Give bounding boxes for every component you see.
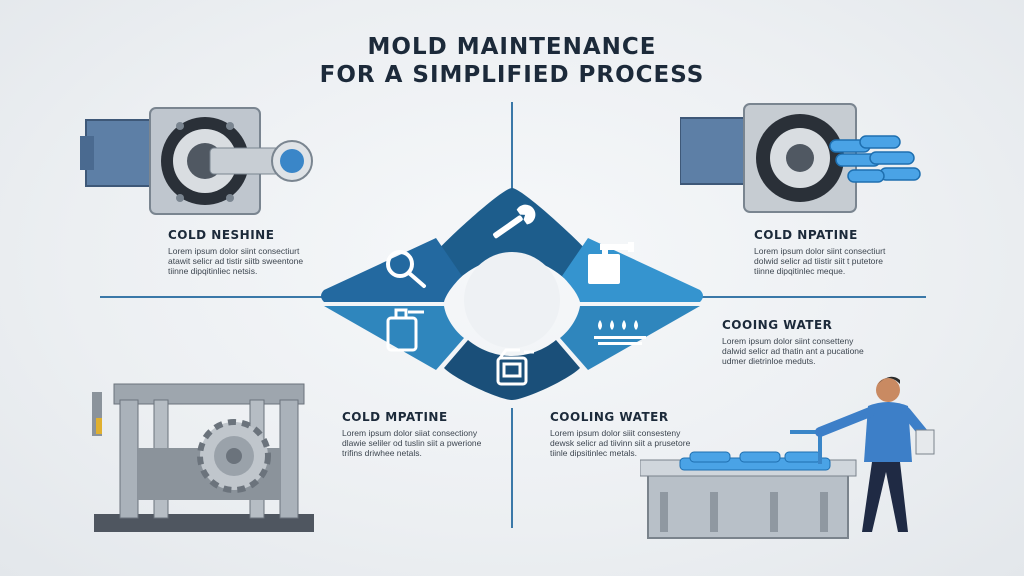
gearbox-illustration-left — [80, 107, 313, 215]
divider-horizontal-left — [100, 296, 326, 298]
block-body: Lorem ipsum dolor siiat consectiony dlaw… — [342, 428, 482, 458]
gearbox-illustration-right — [680, 103, 921, 213]
petal-bottom — [444, 340, 580, 400]
cooling-coil-icon — [829, 135, 921, 183]
page-title: MOLD MAINTENANCE — [367, 34, 657, 60]
center-circle — [464, 252, 560, 348]
wrench-icon — [493, 204, 536, 239]
page-subtitle: FOR A SIMPLIFIED PROCESS — [319, 62, 705, 88]
petal-top — [432, 188, 592, 278]
block-heading: COLD MPATINE — [342, 410, 448, 424]
central-process-diagram — [321, 188, 703, 400]
block-body: Lorem ipsum dolor siint consetteny dalwi… — [722, 336, 864, 366]
canister-icon — [386, 308, 424, 352]
divider-vertical-bottom — [511, 408, 513, 528]
divider-horizontal-right — [702, 296, 926, 298]
block-bottom-right: COOLING WATER Lorem ipsum dolor siiit co… — [550, 410, 700, 458]
block-top-right: COLD NPATINE Lorem ipsum dolor siint con… — [754, 228, 904, 276]
petal-lower-left — [324, 306, 464, 370]
faucet-tank-icon — [588, 242, 634, 284]
block-bottom-left: COLD MPATINE Lorem ipsum dolor siiat con… — [342, 410, 492, 458]
cooling-tank-illustration — [640, 376, 935, 539]
block-body: Lorem ipsum dolor siint consectiurt ataw… — [168, 246, 304, 276]
block-heading: COOLING WATER — [550, 410, 669, 424]
block-body: Lorem ipsum dolor siiit consesteny dewsk… — [550, 428, 691, 458]
divider-vertical-top — [511, 102, 513, 230]
worker-figure — [815, 376, 935, 532]
block-heading: COLD NPATINE — [754, 228, 858, 242]
block-body: Lorem ipsum dolor siint consectiurt dolw… — [754, 246, 886, 276]
mold-press-illustration — [92, 383, 314, 532]
block-heading: COLD NESHINE — [168, 228, 275, 242]
water-drops-icon — [594, 320, 646, 345]
jerrycan-icon — [496, 348, 534, 386]
gear-icon — [197, 419, 271, 493]
block-mid-right: COOING WATER Lorem ipsum dolor siint con… — [722, 318, 872, 366]
block-top-left: COLD NESHINE Lorem ipsum dolor siint con… — [168, 228, 318, 276]
block-heading: COOING WATER — [722, 318, 833, 332]
cooling-water-tank-icon — [679, 451, 831, 471]
magnifier-icon — [386, 250, 426, 288]
